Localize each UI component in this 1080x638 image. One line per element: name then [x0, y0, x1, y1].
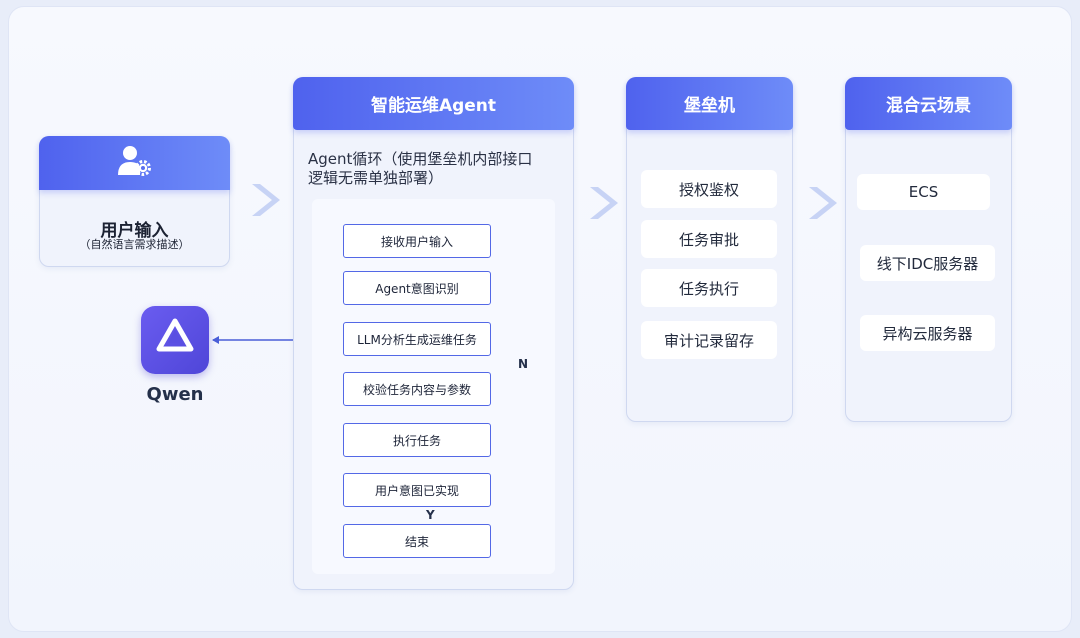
- bastion-header: 堡垒机: [626, 77, 793, 130]
- loop-yes-label: Y: [426, 508, 435, 522]
- chevron-right-icon: [246, 180, 286, 220]
- flow-step: 结束: [343, 524, 491, 558]
- qwen-label: Qwen: [146, 384, 204, 405]
- bastion-item: 授权鉴权: [641, 170, 777, 208]
- user-input-title: 用户输入: [100, 221, 169, 241]
- agent-description-line1: Agent循环（使用堡垒机内部接口: [308, 150, 533, 168]
- loop-no-label: N: [518, 357, 529, 371]
- agent-header: 智能运维Agent: [293, 77, 574, 130]
- user-gear-icon: [115, 143, 155, 184]
- hybrid-cloud-item: 异构云服务器: [860, 315, 995, 351]
- user-input-subtitle: （自然语言需求描述）: [79, 238, 190, 251]
- flow-step: 用户意图已实现: [343, 473, 491, 507]
- hybrid-cloud-item: ECS: [857, 174, 990, 210]
- bastion-item: 任务执行: [641, 269, 777, 307]
- hybrid-cloud-header: 混合云场景: [845, 77, 1012, 130]
- flow-step: 校验任务内容与参数: [343, 372, 491, 406]
- flow-step: LLM分析生成运维任务: [343, 322, 491, 356]
- agent-description-line2: 逻辑无需单独部署）: [308, 169, 444, 187]
- chevron-right-icon: [584, 183, 624, 223]
- flow-step: 接收用户输入: [343, 224, 491, 258]
- flow-step: 执行任务: [343, 423, 491, 457]
- flow-step: Agent意图识别: [343, 271, 491, 305]
- hybrid-cloud-item: 线下IDC服务器: [860, 245, 995, 281]
- user-input-header: [39, 136, 230, 190]
- chevron-right-icon: [803, 183, 843, 223]
- qwen-logo-icon: [141, 306, 209, 374]
- bastion-item: 审计记录留存: [641, 321, 777, 359]
- bastion-item: 任务审批: [641, 220, 777, 258]
